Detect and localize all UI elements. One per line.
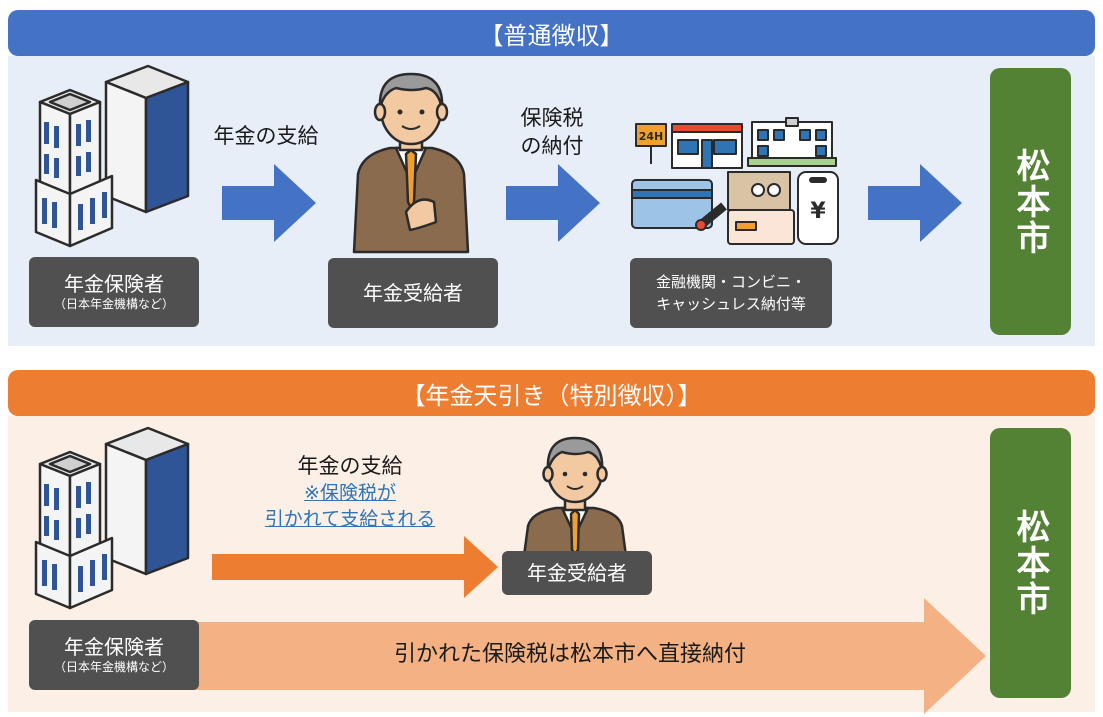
payment-methods-line1: 金融機関・コンビニ・ [655, 273, 806, 291]
direct-payment-arrow [180, 598, 986, 714]
pension-recipient-label-bottom: 年金受給者 [527, 561, 627, 585]
regular-collection-banner: 【普通徴収】 [8, 10, 1095, 56]
pension-payment-arrow [222, 164, 316, 242]
matsumoto-city-label-top: 松本市 [1010, 147, 1050, 256]
pension-recipient-label: 年金受給者 [363, 281, 463, 305]
matsumoto-city-box-bottom: 松本市 [990, 428, 1071, 698]
tax-payment-line2: の納付 [520, 134, 584, 158]
pension-recipient-box: 年金受給者 [328, 258, 498, 328]
tax-deducted-note-line1: ※保険税が [304, 482, 396, 504]
matsumoto-city-box-top: 松本市 [990, 68, 1071, 335]
store-24h-sign: 24H [639, 130, 664, 143]
pension-insurer-name-bottom: 年金保険者 [64, 635, 164, 659]
pension-recipient-box-bottom: 年金受給者 [502, 551, 652, 595]
pension-payment-label-bottom: 年金の支給 [297, 454, 403, 478]
special-collection-banner: 【年金天引き（特別徴収）】 [8, 370, 1095, 416]
pension-insurer-sub: （日本年金機構など） [53, 297, 174, 311]
to-city-arrow [868, 164, 962, 242]
tax-payment-label: 保険税 の納付 [500, 104, 604, 160]
matsumoto-city-label-bottom: 松本市 [1010, 509, 1050, 617]
pension-recipient-icon [352, 72, 470, 254]
pension-insurer-sub-bottom: （日本年金機構など） [53, 660, 174, 674]
pension-insurer-buildings-icon-bottom [34, 426, 190, 610]
yen-symbol: ¥ [810, 199, 826, 224]
tax-payment-arrow [506, 164, 600, 242]
pension-insurer-buildings-icon [34, 64, 190, 248]
special-collection-title: 【年金天引き（特別徴収）】 [401, 381, 702, 410]
tax-payment-line1: 保険税 [520, 106, 584, 130]
payment-methods-line2: キャッシュレス納付等 [656, 295, 806, 313]
pension-insurer-box-bottom: 年金保険者 （日本年金機構など） [29, 620, 199, 690]
payment-methods-icon: 24H ¥ [631, 117, 839, 245]
tax-deducted-note-line2: 引かれて支給される [264, 508, 436, 530]
payment-methods-box: 金融機関・コンビニ・ キャッシュレス納付等 [630, 258, 832, 328]
pension-payment-arrow-bottom [212, 536, 498, 598]
regular-collection-title: 【普通徴収】 [479, 21, 624, 50]
pension-insurer-box: 年金保険者 （日本年金機構など） [29, 257, 199, 327]
pension-insurer-name: 年金保険者 [64, 272, 164, 296]
pension-recipient-icon-bottom [522, 436, 628, 558]
pension-payment-label: 年金の支給 [213, 124, 319, 148]
direct-payment-label: 引かれた保険税は松本市へ直接納付 [393, 642, 746, 667]
